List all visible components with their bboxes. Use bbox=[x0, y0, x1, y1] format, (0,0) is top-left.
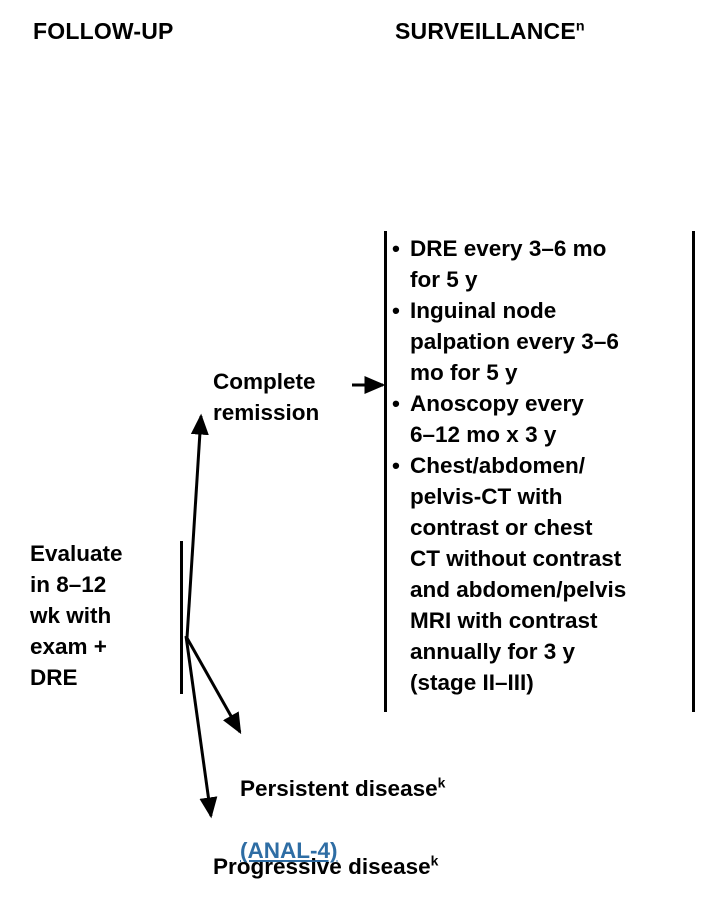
outcome-progressive-disease: Progressive diseasek (ANAL-4) bbox=[213, 820, 533, 900]
column-header-followup: FOLLOW-UP bbox=[33, 18, 174, 44]
surveillance-bracket-right-rule bbox=[692, 231, 695, 712]
evaluate-step-text: Evaluate in 8–12 wk with exam + DRE bbox=[30, 541, 123, 690]
list-item: Inguinal node palpation every 3–6 mo for… bbox=[392, 295, 692, 388]
arrow-to-progressive-disease bbox=[184, 635, 218, 819]
list-item: Anoscopy every 6–12 mo x 3 y bbox=[392, 388, 692, 450]
footnote-marker-k: k bbox=[430, 852, 439, 869]
list-item: Chest/abdomen/ pelvis-CT with contrast o… bbox=[392, 450, 692, 698]
arrow-to-complete-remission bbox=[185, 413, 209, 639]
column-header-surveillance: SURVEILLANCEn bbox=[395, 18, 585, 45]
link-anal-4-persistent[interactable]: (ANAL-4) bbox=[240, 838, 338, 863]
outcome-progressive-label: Progressive disease bbox=[213, 854, 431, 879]
arrow-to-persistent-disease bbox=[185, 637, 242, 735]
outcome-persistent-label: Persistent disease bbox=[240, 776, 438, 801]
branch-label-complete-remission: Complete remission bbox=[213, 369, 320, 425]
surveillance-list: DRE every 3–6 mo for 5 y Inguinal node p… bbox=[392, 233, 692, 698]
footnote-marker-k: k bbox=[437, 774, 446, 791]
outcome-progressive-label-line: Progressive diseasek bbox=[213, 851, 533, 882]
surveillance-bracket-left-rule bbox=[384, 231, 387, 712]
column-header-surveillance-label: SURVEILLANCE bbox=[395, 18, 576, 44]
outcome-persistent-label-line: Persistent diseasek bbox=[240, 773, 540, 804]
footnote-marker-n: n bbox=[575, 18, 585, 35]
evaluate-bracket-rule bbox=[180, 541, 183, 694]
outcome-persistent-disease: Persistent diseasek (ANAL-4) bbox=[240, 742, 540, 897]
list-item: DRE every 3–6 mo for 5 y bbox=[392, 233, 692, 295]
